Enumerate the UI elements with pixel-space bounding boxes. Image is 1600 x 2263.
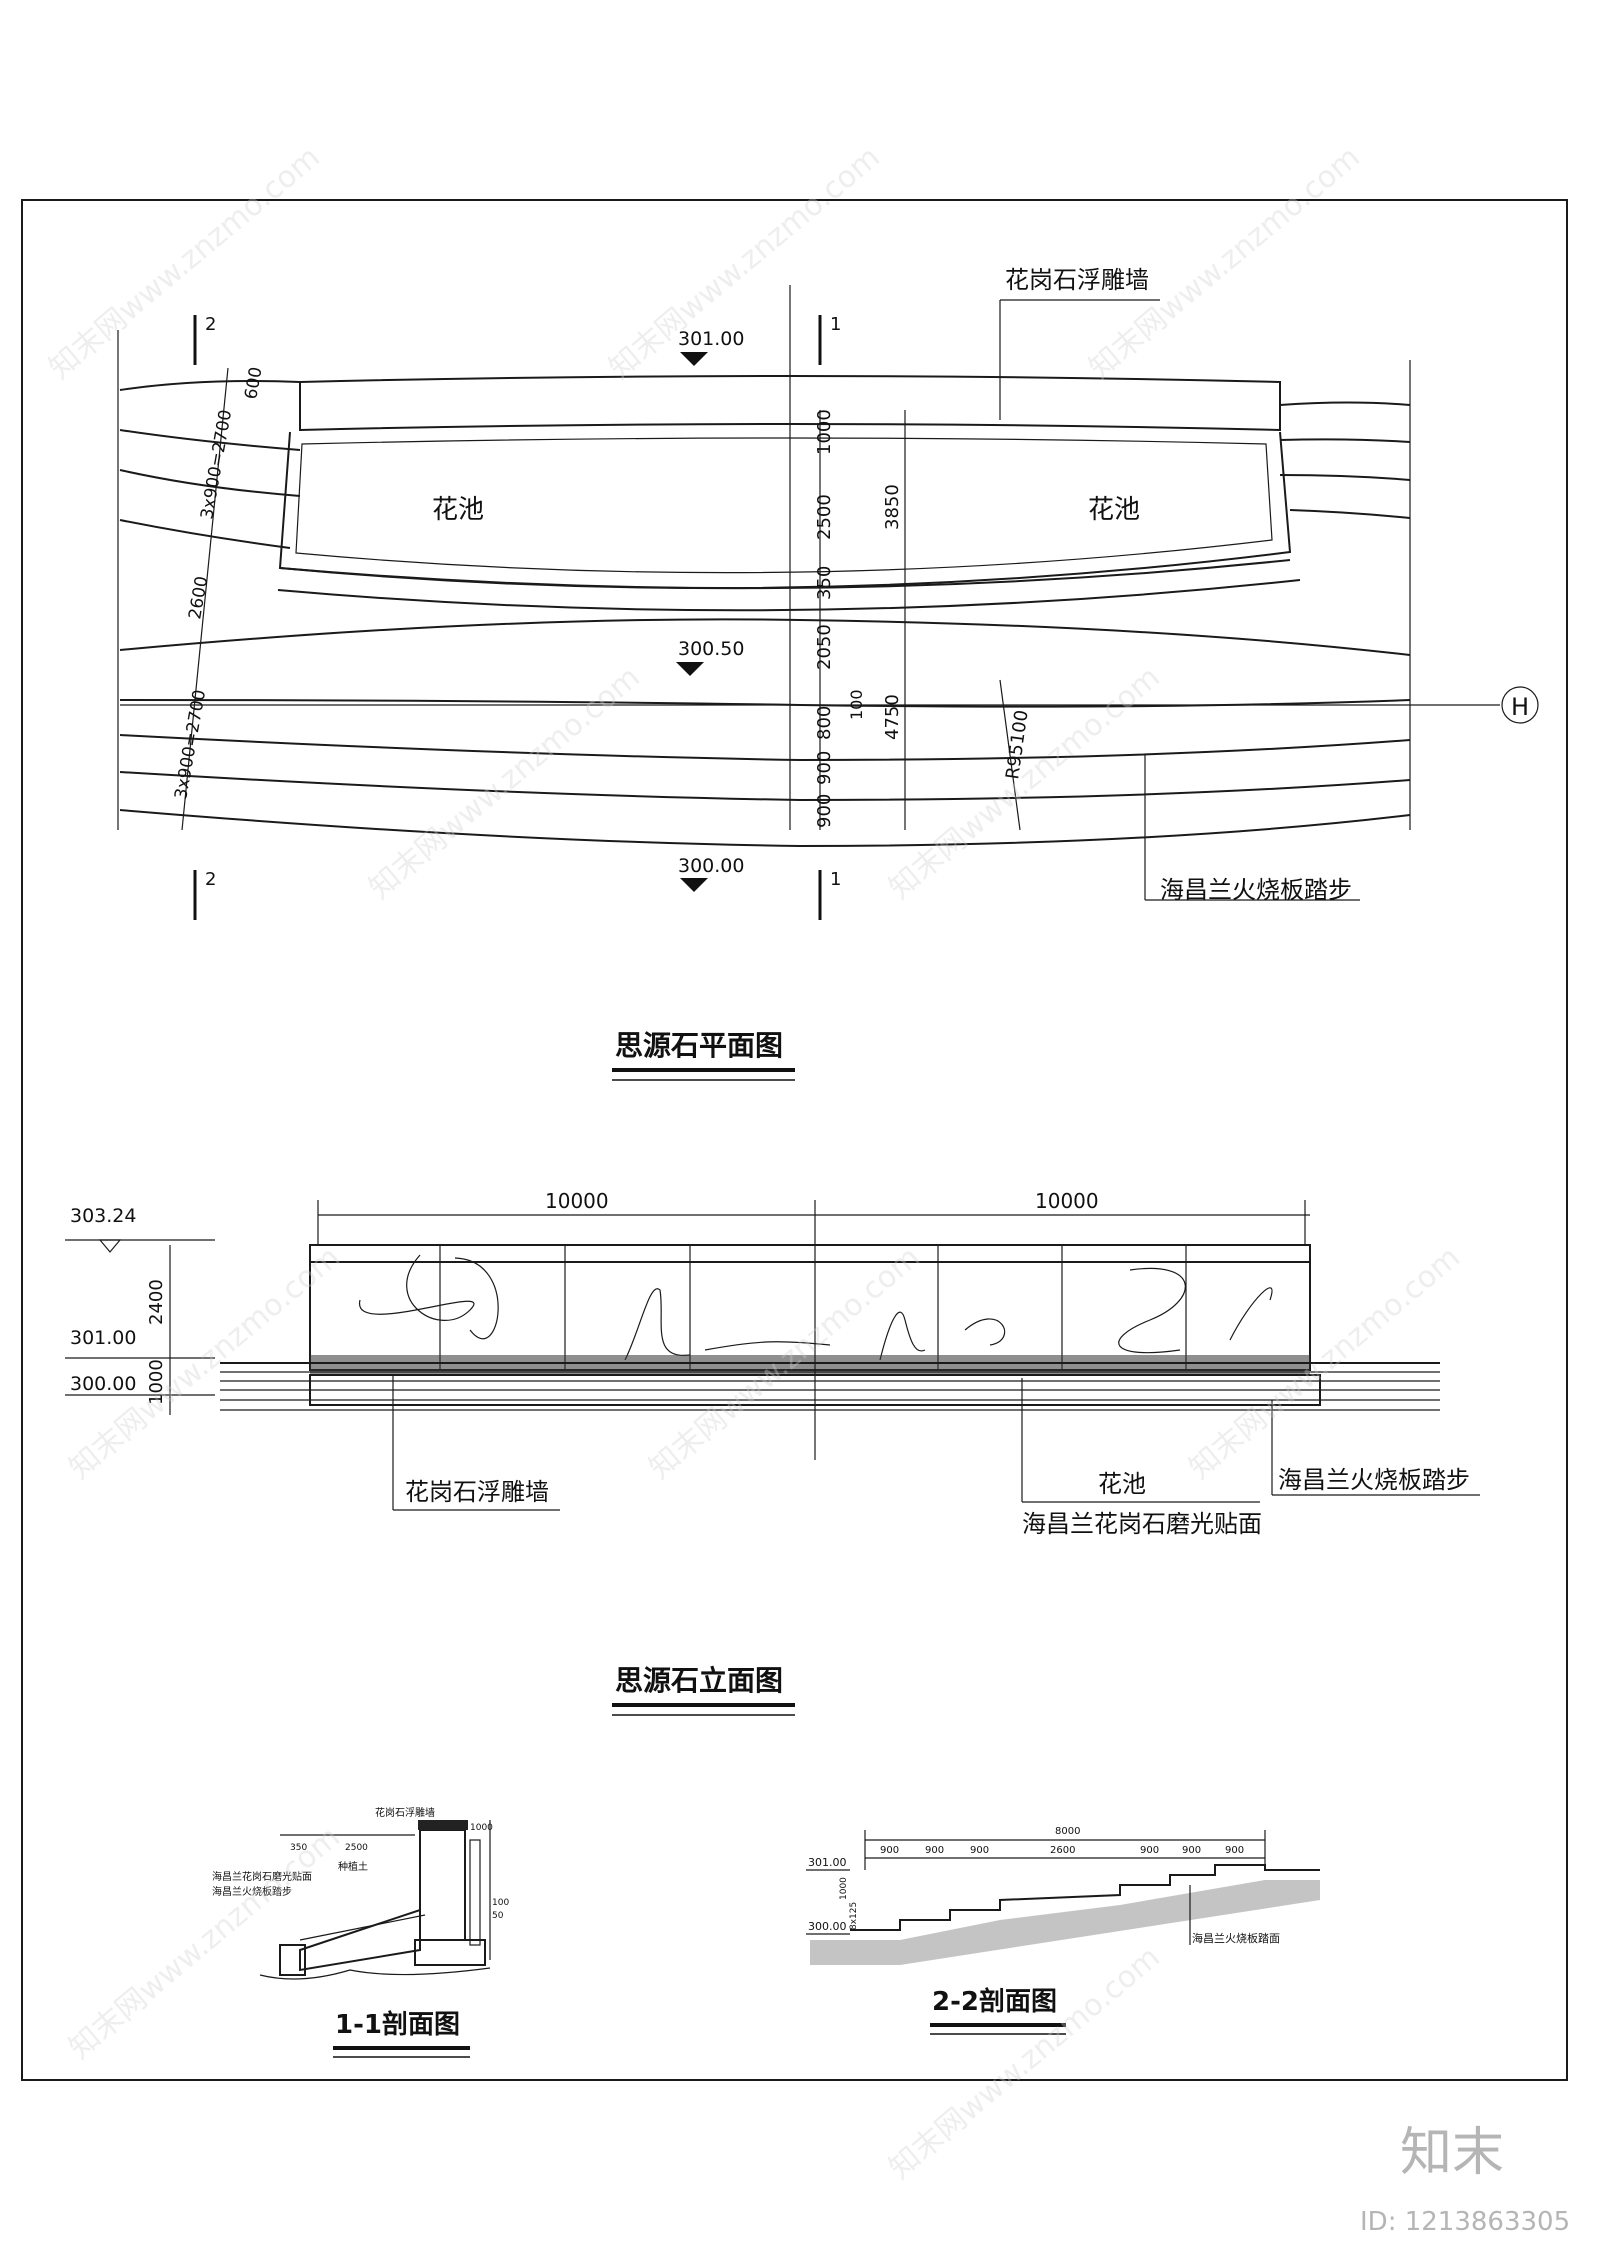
elev-steps-label: 海昌兰火烧板踏步 [1278, 1466, 1470, 1494]
s22-dim-1: 900 [880, 1845, 899, 1856]
svg-text:1: 1 [830, 314, 841, 335]
plan-flower-bed-left: 花池 [432, 495, 484, 525]
dim-3850: 3850 [882, 484, 903, 530]
svg-text:知末网www.znzmo.com: 知末网www.znzmo.com [363, 660, 647, 906]
s22-dim-5: 900 [1140, 1845, 1159, 1856]
s11-dim-50: 50 [492, 1911, 504, 1921]
section-1-1: 花岗石浮雕墙 海昌兰花岗石磨光贴面 海昌兰火烧板踏步 种植土 2500 350 … [212, 1806, 509, 2058]
level-30100: 301.00 [70, 1327, 136, 1349]
elev-marker-icon [680, 878, 708, 892]
s11-dim-350: 350 [290, 1843, 307, 1853]
level-marker-icon [98, 1239, 122, 1253]
elev-flower-bed-label: 花池 [1098, 1470, 1146, 1498]
svg-text:1: 1 [830, 869, 841, 890]
plan-relief-wall-label: 花岗石浮雕墙 [1005, 266, 1149, 294]
section22-title: 2-2剖面图 [932, 1986, 1057, 2017]
dim-2050: 2050 [814, 624, 835, 670]
elev-dim-1000: 1000 [146, 1359, 167, 1405]
plan-steps-label: 海昌兰火烧板踏步 [1160, 876, 1352, 904]
svg-text:2: 2 [205, 314, 216, 335]
brand-logo: 知末 [1400, 2123, 1504, 2183]
dim-600: 600 [241, 365, 266, 400]
dim-100: 100 [847, 689, 866, 720]
level-30324: 303.24 [70, 1205, 136, 1227]
dim-4750: 4750 [882, 694, 903, 740]
dim-2500: 2500 [814, 494, 835, 540]
dim-900a: 900 [814, 751, 835, 785]
dim-1000: 1000 [814, 409, 835, 455]
section11-title: 1-1剖面图 [335, 2009, 460, 2040]
plan-title: 思源石平面图 [615, 1029, 783, 1062]
s22-rise: 1000 [839, 1877, 849, 1900]
svg-text:知末网www.znzmo.com: 知末网www.znzmo.com [43, 140, 327, 386]
s22-total: 8000 [1055, 1826, 1080, 1837]
elev-dim-2400: 2400 [146, 1279, 167, 1325]
s22-dim-2: 900 [925, 1845, 944, 1856]
s22-rise-detail: 8x125 [849, 1902, 859, 1930]
elev-300: 300.00 [678, 855, 744, 877]
drawing-border [21, 199, 1568, 2081]
elev-dim-10000-left: 10000 [545, 1189, 609, 1213]
s22-dim-7: 900 [1225, 1845, 1244, 1856]
plan-flower-bed-right: 花池 [1088, 495, 1140, 525]
s11-dim-1000: 1000 [470, 1823, 493, 1833]
elev-relief-wall-label: 花岗石浮雕墙 [405, 1478, 549, 1506]
s22-level-300: 300.00 [808, 1920, 847, 1933]
s22-steps-label: 海昌兰火烧板踏面 [1192, 1931, 1280, 1945]
s11-dim-2500: 2500 [345, 1843, 368, 1853]
axis-bubble [1501, 686, 1539, 724]
elevation-view: 10000 10000 2400 1000 303.24 301.00 300.… [65, 1189, 1480, 1716]
dim-350: 350 [814, 566, 835, 600]
elev-dim-10000-right: 10000 [1035, 1189, 1099, 1213]
svg-text:知末网www.znzmo.com: 知末网www.znzmo.com [603, 140, 887, 386]
svg-text:知末网www.znzmo.com: 知末网www.znzmo.com [63, 1820, 347, 2066]
dim-2700-top: 3x900=2700 [197, 408, 236, 521]
dim-2600: 2600 [185, 575, 212, 621]
axis-label: H [1511, 693, 1529, 721]
elev-marker-icon [680, 352, 708, 366]
elev-30050: 300.50 [678, 638, 744, 660]
dim-800: 800 [814, 706, 835, 740]
s22-dim-6: 900 [1182, 1845, 1201, 1856]
svg-text:2: 2 [205, 869, 216, 890]
s11-steps-label: 海昌兰火烧板踏步 [212, 1885, 292, 1898]
elev-polished-label: 海昌兰花岗石磨光贴面 [1022, 1510, 1262, 1538]
shrub-band [310, 1355, 1310, 1375]
svg-text:知末网www.znzmo.com: 知末网www.znzmo.com [1083, 140, 1367, 386]
image-id: ID: 1213863305 [1360, 2207, 1570, 2237]
svg-text:知末网www.znzmo.com: 知末网www.znzmo.com [883, 1940, 1167, 2186]
elev-marker-icon [676, 662, 704, 676]
elevation-title: 思源石立面图 [615, 1664, 783, 1697]
s11-polished-label: 海昌兰花岗石磨光贴面 [212, 1870, 312, 1883]
s11-wall-label: 花岗石浮雕墙 [375, 1806, 435, 1819]
s22-dim-3: 900 [970, 1845, 989, 1856]
s11-dim-100: 100 [492, 1898, 509, 1908]
plan-view: H 1000 2500 350 2050 800 100 900 900 385… [117, 266, 1539, 1081]
dim-900b: 900 [814, 794, 835, 828]
section-2-2: 8000 900 900 900 2600 900 900 900 301.00… [806, 1826, 1320, 2035]
s22-dim-4: 2600 [1050, 1845, 1075, 1856]
svg-text:知末网www.znzmo.com: 知末网www.znzmo.com [883, 660, 1167, 906]
level-30000: 300.00 [70, 1373, 136, 1395]
elev-301: 301.00 [678, 328, 744, 350]
s22-level-301: 301.00 [808, 1856, 847, 1869]
s11-soil-label: 种植土 [338, 1860, 368, 1873]
